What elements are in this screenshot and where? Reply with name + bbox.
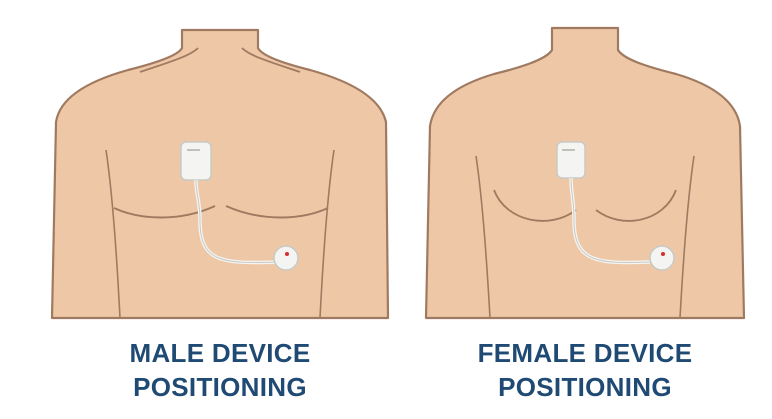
male-caption: MALE DEVICE POSITIONING [40,336,400,404]
male-caption-line1: MALE DEVICE [40,336,400,370]
controller-device [557,142,585,178]
male-caption-line2: POSITIONING [40,370,400,404]
female-caption-line1: FEMALE DEVICE [410,336,760,370]
female-caption-line2: POSITIONING [410,370,760,404]
female-panel: FEMALE DEVICE POSITIONING [410,0,760,419]
male-torso-illustration [40,0,400,320]
sensor-indicator-dot [661,252,665,256]
sensor-indicator-dot [285,252,289,256]
controller-device [181,142,211,180]
sensor-patch [650,246,674,270]
male-torso [52,30,388,318]
male-panel: MALE DEVICE POSITIONING [40,0,400,419]
female-caption: FEMALE DEVICE POSITIONING [410,336,760,404]
sensor-patch [274,246,298,270]
female-torso-illustration [410,0,760,320]
